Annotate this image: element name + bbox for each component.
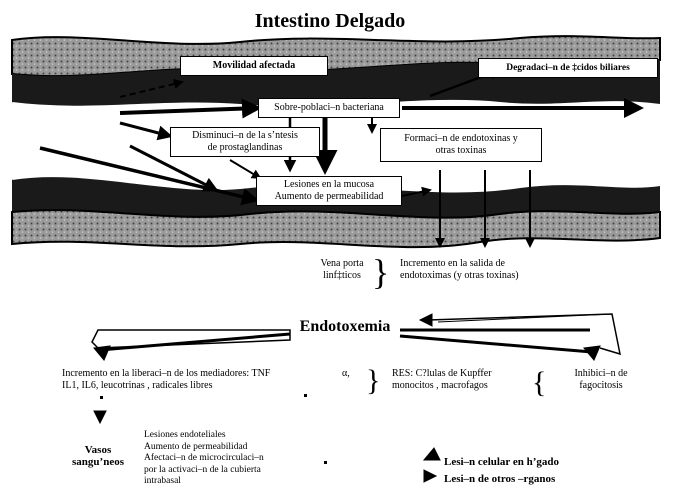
vessels-item: intrabasal	[144, 476, 181, 486]
vessels-title-line2: sangu’neos	[72, 456, 124, 468]
portal-vena: Vena porta	[320, 258, 364, 269]
dot-marker	[324, 461, 327, 464]
brace-portal: }	[372, 252, 389, 292]
endotoxemia-arrows	[91, 313, 621, 483]
dot-marker	[304, 394, 307, 397]
portal-linfaticos: linf‡ticos	[323, 270, 361, 281]
diagram-title: Intestino Delgado	[254, 10, 406, 32]
res-text: RES: C?lulas de Kupffer monocitos , macr…	[392, 368, 492, 392]
box-endotoxins: Formaci–n de endotoxinas y otras toxinas	[380, 128, 542, 162]
res-line2: monocitos , macrofagos	[392, 380, 488, 391]
increment-line1: Incremento en la salida de	[400, 258, 505, 269]
outcome-liver: Lesi–n celular en h’gado	[444, 456, 560, 468]
mediators-line2: IL1, IL6, leucotrinas , radicales libres	[62, 380, 213, 391]
mediators-line1: Incremento en la liberaci–n de los media…	[62, 368, 271, 379]
mediators-alpha: α,	[342, 368, 350, 379]
box-lesions-line1: Lesiones en la mucosa	[283, 179, 375, 190]
outcome-organs: Lesi–n de otros –rganos	[444, 473, 556, 485]
vessels-item: Lesiones endoteliales	[144, 430, 226, 440]
increment-labels: Incremento en la salida de endotoximas (…	[400, 258, 519, 282]
mediators-text: Incremento en la liberaci–n de los media…	[62, 368, 270, 392]
box-bacterial-overgrowth: Sobre-poblaci–n bacteriana	[258, 98, 400, 118]
vessels-item: Aumento de permeabilidad	[144, 441, 248, 452]
box-endotoxins-line1: Formaci–n de endotoxinas y	[404, 133, 518, 144]
box-bile-acids: Degradaci–n de ‡cidos biliares	[478, 58, 658, 78]
res-line1: RES: C?lulas de Kupffer	[392, 368, 492, 379]
portal-labels: Vena porta linf‡ticos	[312, 258, 372, 282]
box-prostaglandins: Disminuci–n de la s’ntesis de prostaglan…	[170, 127, 320, 157]
brace-phago: {	[532, 366, 546, 399]
vessels-title: Vasos sangu’neos	[66, 444, 130, 468]
endotoxemia-label: Endotoxemia	[299, 318, 391, 335]
box-endotoxins-line2: otras toxinas	[435, 145, 487, 156]
box-prostaglandins-line2: de prostaglandinas	[207, 142, 283, 153]
phago-line1: Inhibici–n de	[574, 368, 628, 379]
vessels-item: Afectaci–n de microcirculaci–n	[144, 453, 264, 463]
brace-res: }	[366, 364, 380, 397]
dot-marker	[100, 396, 103, 399]
phago-text: Inhibici–n de fagocitosis	[566, 368, 636, 392]
box-lesions-line2: Aumento de permeabilidad	[274, 191, 384, 202]
vessels-item: por la activaci–n de la cubierta	[144, 464, 261, 475]
vessels-title-line1: Vasos	[84, 444, 112, 456]
box-motility: Movilidad afectada	[180, 56, 328, 76]
box-prostaglandins-line1: Disminuci–n de la s’ntesis	[192, 130, 298, 141]
box-mucosal-lesions: Lesiones en la mucosa Aumento de permeab…	[256, 176, 402, 206]
phago-line2: fagocitosis	[579, 380, 623, 391]
vessels-list: Lesiones endoteliales Aumento de permeab…	[144, 430, 264, 488]
increment-line2: endotoximas (y otras toxinas)	[400, 270, 519, 281]
